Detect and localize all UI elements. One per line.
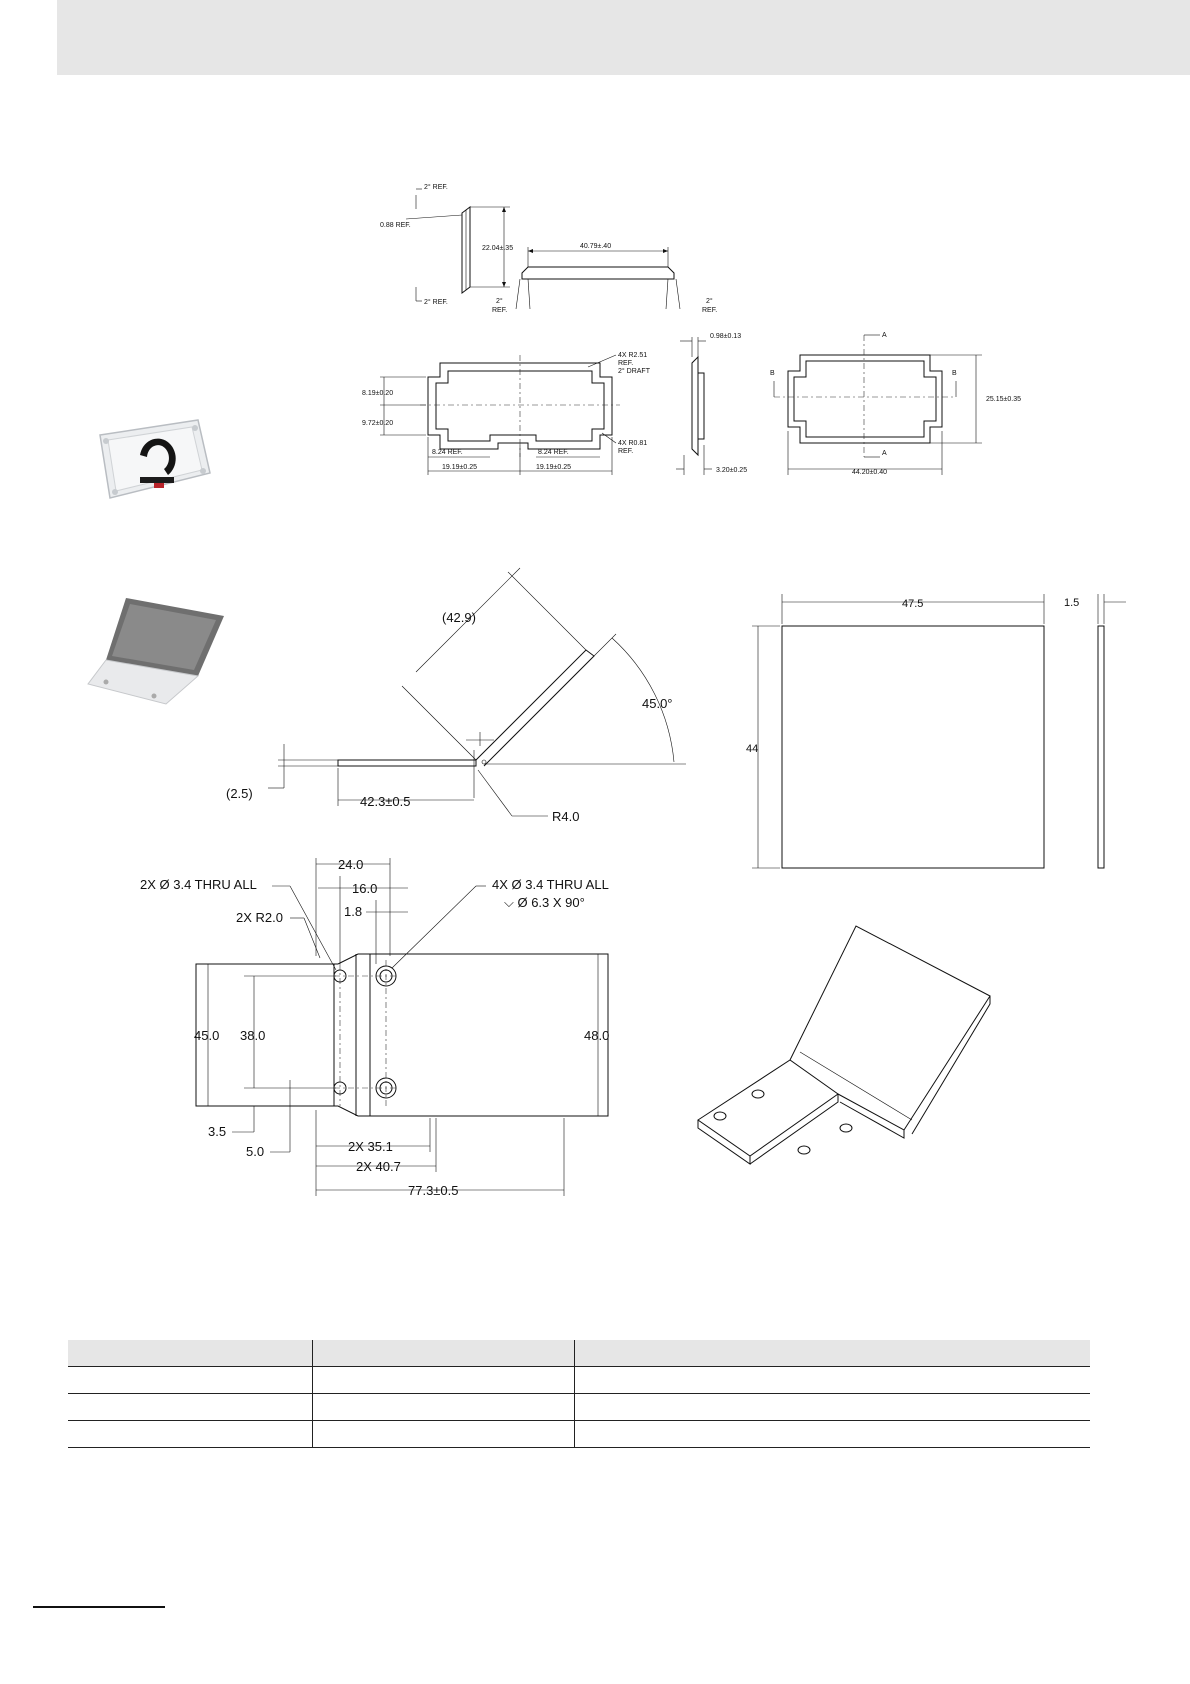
dim-bend-angle: 45.0° [642, 696, 673, 711]
section-a-top: A [882, 332, 887, 339]
section-b-left: B [770, 370, 775, 377]
dim-plan-5: 5.0 [246, 1144, 264, 1159]
drawing-2-plan-annotations: 24.0 16.0 1.8 2X Ø 3.4 THRU ALL 2X R2.0 … [140, 857, 609, 1198]
dim-bend-radius: R4.0 [552, 809, 579, 824]
spec-header-cell [574, 1340, 1090, 1367]
dim-front-left-angle: 2° [496, 297, 503, 305]
spec-header-cell [68, 1340, 313, 1367]
dim-bend-thickness: (2.5) [226, 786, 253, 801]
table-row [68, 1366, 1090, 1394]
front-profile-view: 40.79±.40 2° REF. 2° REF. [492, 243, 717, 314]
dim-side-lip: 0.88 REF. [380, 222, 411, 229]
dim-front-right-angle: 2° [706, 297, 713, 305]
isometric-view [697, 925, 991, 1165]
dim-front-left-ref: REF. [492, 307, 507, 314]
note-countersink: ⌵ Ø 6.3 X 90° [504, 895, 585, 910]
dim-flat-height: 44 [746, 743, 758, 755]
table-cell [68, 1393, 313, 1421]
footer-rule [33, 1606, 165, 1608]
dim-side-height: 22.04±.35 [482, 245, 513, 252]
header-band [57, 0, 1190, 75]
table-cell [312, 1420, 575, 1448]
dim-plan-half-width-left: 19.19±0.25 [442, 464, 477, 471]
product-photo-frame-cover [99, 419, 211, 499]
section-a-bottom: A [882, 450, 887, 457]
dim-bend-length: 42.3±0.5 [360, 794, 411, 809]
dim-plan-48: 48.0 [584, 1028, 609, 1043]
dim-side-top-angle: 2° REF. [424, 183, 448, 191]
dim-plan-lower-offset: 9.72±0.20 [362, 420, 393, 427]
note-radius: 2X R2.0 [236, 910, 283, 925]
note-holes-right: 4X Ø 3.4 THRU ALL [492, 877, 609, 892]
dim-plan-3-5: 3.5 [208, 1124, 226, 1139]
dim-plan-half-width-right: 19.19±0.25 [536, 464, 571, 471]
table-cell [574, 1420, 1090, 1448]
dim-front-right-ref: REF. [702, 307, 717, 314]
table-cell [312, 1366, 575, 1394]
spec-table [68, 1340, 1090, 1448]
dim-front-width: 40.79±.40 [580, 243, 611, 250]
table-cell [574, 1366, 1090, 1394]
dim-plan-upper-offset: 8.19±0.20 [362, 390, 393, 397]
dim-side-bottom-angle: 2° REF. [424, 298, 448, 306]
plan-view: 8.19±0.20 9.72±0.20 4X R2.51 REF. 2° DRA… [362, 352, 651, 475]
drawing-2-bend-view: (42.9) 45.0° (2.5) 42.3±0.5 R4.0 [226, 567, 686, 824]
side-profile-view: 22.04±.35 2° REF. 0.88 REF. 2° REF. [380, 183, 513, 306]
table-row [68, 1393, 1090, 1421]
dim-outline-width: 44.20±0.40 [852, 469, 887, 476]
table-cell [68, 1420, 313, 1448]
dim-plan-16: 16.0 [352, 881, 377, 896]
table-cell [68, 1366, 313, 1394]
note-holes-left: 2X Ø 3.4 THRU ALL [140, 877, 257, 892]
dim-thin-thickness: 0.98±0.13 [710, 333, 741, 340]
table-row [68, 1420, 1090, 1448]
spec-table-header [68, 1340, 1090, 1367]
spec-header-cell [312, 1340, 575, 1367]
section-b-right: B [952, 370, 957, 377]
dim-thin-depth: 3.20±0.25 [716, 467, 747, 474]
dim-plan-38: 38.0 [240, 1028, 265, 1043]
dim-plan-1-8: 1.8 [344, 904, 362, 919]
dim-plan-notch-left: 8.24 REF. [432, 449, 463, 456]
dim-plan-notch-right: 8.24 REF. [538, 449, 569, 456]
dim-bend-diagonal: (42.9) [442, 610, 476, 625]
dim-plan-35-1: 2X 35.1 [348, 1139, 393, 1154]
dim-plan-draft: 2° DRAFT [618, 367, 651, 375]
table-cell [312, 1393, 575, 1421]
dim-plan-45: 45.0 [194, 1028, 219, 1043]
dim-flat-thickness: 1.5 [1064, 597, 1079, 609]
dim-plan-inner-ref: REF. [618, 448, 633, 455]
dim-outline-height: 25.15±0.35 [986, 396, 1021, 403]
dim-plan-inner-radius: 4X R0.81 [618, 440, 647, 447]
dim-plan-24: 24.0 [338, 857, 363, 872]
dim-plan-corner-ref: REF. [618, 360, 633, 367]
table-cell [574, 1393, 1090, 1421]
outline-view: A A B B 25.15±0.35 44.20±0.40 [770, 332, 1021, 476]
drawing-1-technical: 22.04±.35 2° REF. 0.88 REF. 2° REF. 40.7… [362, 183, 1021, 476]
dim-flat-width: 47.5 [902, 598, 923, 610]
dim-plan-40-7: 2X 40.7 [356, 1159, 401, 1174]
drawing-2-flat-view: 47.5 44 1.5 [746, 594, 1126, 869]
dim-plan-corner-radius: 4X R2.51 [618, 352, 647, 359]
product-photo-bent-bracket [87, 598, 224, 705]
thin-side-view: 0.98±0.13 3.20±0.25 [676, 333, 747, 475]
dim-plan-77-3: 77.3±0.5 [408, 1183, 459, 1198]
